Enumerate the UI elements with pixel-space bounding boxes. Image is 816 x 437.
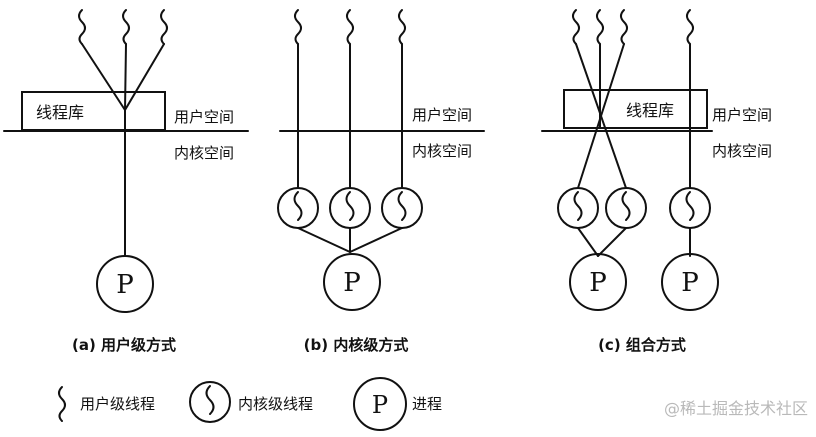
process-label: P: [589, 268, 607, 298]
watermark: @稀土掘金技术社区: [664, 399, 808, 418]
user-thread-icon: [294, 9, 302, 45]
kernel-thread-icon: [669, 187, 711, 229]
legend: [58, 377, 407, 431]
user-thread-icon: [78, 9, 86, 45]
panel-caption: (c) 组合方式: [598, 336, 686, 354]
process-node: [661, 253, 719, 311]
legend-kernel-thread-label: 内核级线程: [238, 395, 313, 413]
legend-user-thread-label: 用户级线程: [80, 395, 155, 413]
user-thread-icon: [122, 9, 130, 45]
kernel-space-label: 内核空间: [174, 144, 234, 162]
process-node: [96, 255, 154, 313]
user-thread-icon: [572, 9, 580, 45]
thread-library-label: 线程库: [36, 103, 84, 122]
process-node: [569, 253, 627, 311]
legend-user-thread-icon: [58, 386, 66, 422]
kernel-thread-icon: [557, 187, 599, 229]
user-thread-icon: [596, 9, 604, 45]
thread-link: [577, 43, 625, 189]
panel-a: [3, 9, 249, 313]
user-space-label: 用户空间: [412, 106, 472, 124]
panel-c: [541, 9, 719, 311]
user-thread-icon: [160, 9, 168, 45]
process-link: [349, 227, 403, 253]
process-link: [297, 227, 351, 253]
kernel-space-label: 内核空间: [712, 142, 772, 160]
kernel-thread-icon: [381, 187, 423, 229]
user-space-label: 用户空间: [712, 106, 772, 124]
thread-link: [124, 43, 127, 111]
panel-b: [277, 9, 485, 311]
kernel-thread-icon: [329, 187, 371, 229]
process-link: [597, 227, 627, 257]
user-space-label: 用户空间: [174, 108, 234, 126]
legend-process-symbol: P: [372, 391, 388, 419]
legend-process-icon: [353, 377, 407, 431]
thread-library-label: 线程库: [626, 101, 674, 120]
user-thread-icon: [346, 9, 354, 45]
kernel-space-label: 内核空间: [412, 142, 472, 160]
user-thread-icon: [398, 9, 406, 45]
user-thread-icon: [620, 9, 628, 45]
panel-caption: (b) 内核级方式: [304, 336, 409, 354]
user-thread-icon: [686, 9, 694, 45]
legend-process-label: 进程: [412, 395, 442, 413]
process-link: [577, 227, 599, 257]
panel-caption: (a) 用户级方式: [72, 336, 176, 354]
kernel-thread-icon: [277, 187, 319, 229]
process-label: P: [681, 268, 699, 298]
legend-kernel-thread-icon: [189, 381, 231, 423]
process-node: [323, 253, 381, 311]
process-label: P: [116, 270, 134, 300]
kernel-thread-icon: [605, 187, 647, 229]
process-label: P: [343, 268, 361, 298]
thread-link: [81, 43, 126, 111]
thread-link: [124, 43, 165, 111]
thread-library-box: [563, 89, 708, 129]
